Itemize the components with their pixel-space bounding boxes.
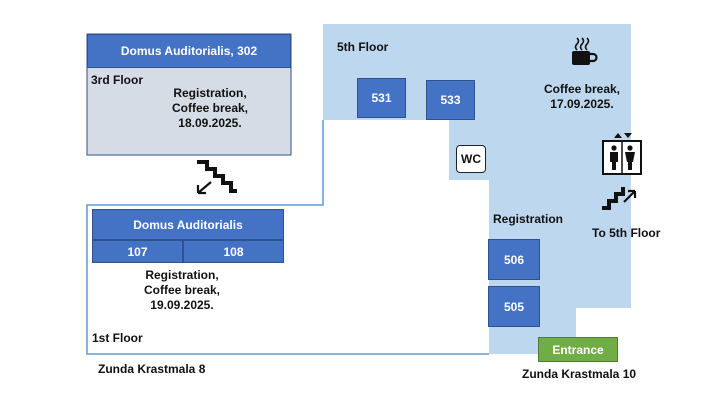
stairs-up-icon <box>602 187 637 210</box>
floor3-info-line: Registration, <box>173 86 247 100</box>
coffee-break-5th: Coffee break, 17.09.2025. <box>532 82 632 112</box>
room-531: 531 <box>357 78 406 118</box>
floor1-header: Domus Auditorialis <box>92 209 284 240</box>
floor5-area <box>323 24 631 354</box>
elevator-icon <box>602 133 642 175</box>
floor3-header: Domus Auditorialis, 302 <box>87 34 291 68</box>
address-8: Zunda Krastmala 8 <box>98 362 206 376</box>
floor1-info-line: Registration, <box>145 268 219 282</box>
entrance-sign: Entrance <box>538 337 618 362</box>
room-108: 108 <box>183 240 284 263</box>
to-5th-floor-label: To 5th Floor <box>592 226 661 240</box>
address-10: Zunda Krastmala 10 <box>522 367 637 381</box>
room-107: 107 <box>92 240 183 263</box>
floor1-label: 1st Floor <box>92 331 143 345</box>
coffee-line: Coffee break, <box>543 82 621 96</box>
room-506: 506 <box>488 239 540 280</box>
floor3-label: 3rd Floor <box>91 73 144 87</box>
floor3-info-line: Coffee break, <box>171 101 249 115</box>
floor3-info: Registration, Coffee break, 18.09.2025. <box>140 86 280 131</box>
coffee-line: 17.09.2025. <box>550 97 614 111</box>
floor1-info-line: Coffee break, <box>143 283 221 297</box>
wc-sign: WC <box>456 145 486 173</box>
floor5-label: 5th Floor <box>337 40 389 54</box>
floor3-info-line: 18.09.2025. <box>178 116 242 130</box>
room-505: 505 <box>488 286 540 327</box>
stairs-down-icon <box>196 160 237 195</box>
room-533: 533 <box>426 80 475 120</box>
floor1-info: Registration, Coffee break, 19.09.2025. <box>118 268 246 313</box>
coffee-cup-icon <box>572 37 598 65</box>
floor1-outline <box>86 120 489 355</box>
floor1-info-line: 19.09.2025. <box>150 298 214 312</box>
registration-label: Registration <box>493 212 564 226</box>
